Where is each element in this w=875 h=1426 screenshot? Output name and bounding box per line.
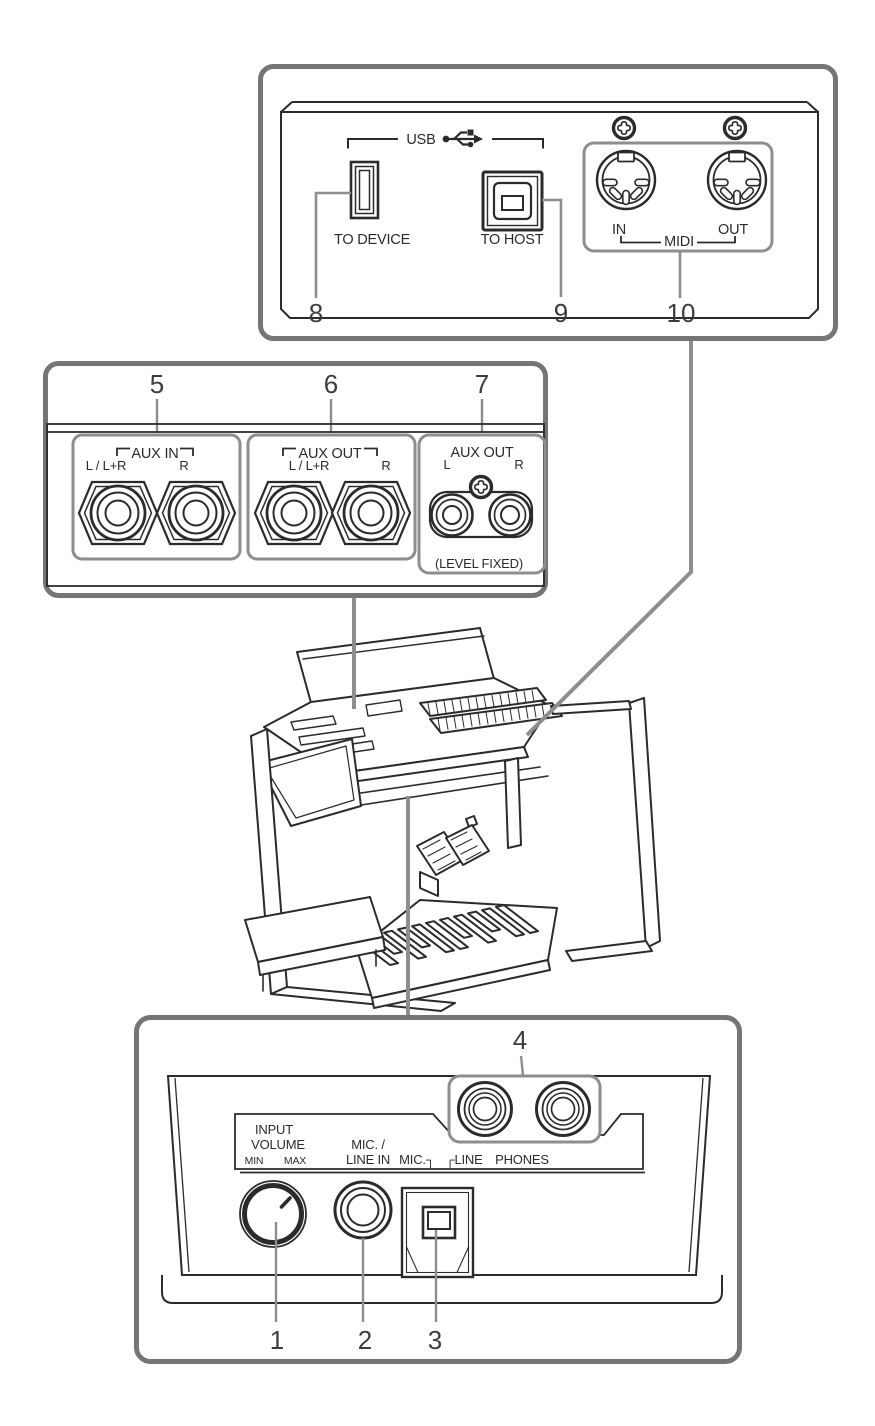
callout-9: 9 <box>554 298 568 328</box>
phones-left-jack <box>457 1081 513 1137</box>
phones-label: PHONES <box>495 1152 549 1167</box>
knob-pointer <box>279 1196 292 1209</box>
midi-label: MIDI <box>664 234 694 250</box>
aux-in-title: AUX IN <box>131 446 178 462</box>
min-label: MIN <box>245 1155 264 1167</box>
callout-4: 4 <box>513 1025 527 1055</box>
level-fixed-note: (LEVEL FIXED) <box>435 556 523 571</box>
usb-to-device-port <box>349 160 380 220</box>
callout-10: 10 <box>667 298 696 328</box>
lower-keyboard <box>429 702 563 734</box>
mic-line-in-label-1: MIC. / <box>351 1137 385 1152</box>
aux-out-right-jack <box>330 480 412 546</box>
aux-in-left-label: L / L+R <box>86 458 126 473</box>
mic-line-switch <box>400 1186 475 1279</box>
callout-leaders <box>314 191 682 298</box>
midi-bracket <box>620 236 736 244</box>
callout-6: 6 <box>324 369 338 399</box>
top-panel-frame <box>258 64 838 341</box>
switch-mic-label: MIC.┐ <box>399 1152 435 1169</box>
usb-to-host-port <box>481 170 544 232</box>
aux-out-title: AUX OUT <box>298 446 361 462</box>
aux-out-rca-title: AUX OUT <box>450 445 513 461</box>
midi-out-port <box>706 149 768 211</box>
aux-in-right-jack <box>155 480 237 546</box>
connector-top-panel <box>525 336 693 737</box>
screw-icon <box>468 474 494 500</box>
rca-left-jack <box>430 493 474 537</box>
expression-pedals <box>416 815 490 897</box>
midi-out-label: OUT <box>718 222 748 238</box>
callout-5: 5 <box>150 369 164 399</box>
midi-group-box <box>582 141 774 253</box>
phones-group <box>447 1074 602 1144</box>
underside-panel-mic-phones: INPUT VOLUME MIN MAX MIC. / LINE IN MIC.… <box>134 1015 742 1364</box>
to-device-label: TO DEVICE <box>334 232 411 248</box>
music-pocket <box>258 738 362 827</box>
panel-connector-lines <box>352 336 693 1019</box>
midi-in-port <box>595 149 657 211</box>
callout-2: 2 <box>358 1325 372 1355</box>
to-host-label: TO HOST <box>481 232 544 248</box>
right-rail <box>565 940 653 962</box>
aux-out-phone-group: AUX OUT L / L+R R <box>246 433 417 561</box>
pedalboard <box>355 899 558 1009</box>
volume-label: VOLUME <box>251 1137 305 1152</box>
aux-out-left-label: L / L+R <box>289 458 329 473</box>
instrument-illustration <box>244 627 661 1012</box>
rca-right-label: R <box>514 457 523 472</box>
switch-line-label: ┌LINE <box>445 1152 483 1169</box>
screw-icon <box>722 115 748 141</box>
max-label: MAX <box>284 1155 306 1167</box>
callout-8: 8 <box>309 298 323 328</box>
aux-out-rca-group: AUX OUT L R (LEVEL FIXED) <box>417 433 547 575</box>
midi-in-label: IN <box>612 222 626 238</box>
aux-out-right-label: R <box>381 458 390 473</box>
aux-out-left-jack <box>253 480 335 546</box>
right-post <box>628 697 661 949</box>
callout-leaders <box>155 399 484 433</box>
callout-3: 3 <box>428 1325 442 1355</box>
mic-line-in-label-2: LINE IN <box>346 1152 390 1167</box>
aux-in-left-jack <box>77 480 159 546</box>
usb-label: USB <box>406 132 435 148</box>
input-label: INPUT <box>255 1122 293 1137</box>
aux-in-right-label: R <box>179 458 188 473</box>
upper-keyboard <box>419 687 547 717</box>
side-panel-aux: 5 6 7 AUX IN L / L+R R <box>43 361 548 598</box>
pedal-support <box>504 757 522 849</box>
rca-right-jack <box>488 493 532 537</box>
aux-in-group: AUX IN L / L+R R <box>71 433 242 561</box>
mic-line-in-jack <box>333 1180 393 1240</box>
usb-trident-icon <box>442 129 483 148</box>
input-volume-knob <box>239 1180 307 1248</box>
usb-bracket <box>347 138 544 149</box>
callout-7: 7 <box>475 369 489 399</box>
callout-leaders <box>274 1222 438 1322</box>
screw-icon <box>611 115 637 141</box>
phones-right-jack <box>535 1081 591 1137</box>
rca-left-label: L <box>443 457 450 472</box>
bench <box>244 896 386 992</box>
label-plate: INPUT VOLUME MIN MAX MIC. / LINE IN MIC.… <box>234 1113 645 1174</box>
rear-panel-usb-midi: USB TO DEVICE TO HOST IN O <box>258 64 838 341</box>
callout-1: 1 <box>270 1325 284 1355</box>
